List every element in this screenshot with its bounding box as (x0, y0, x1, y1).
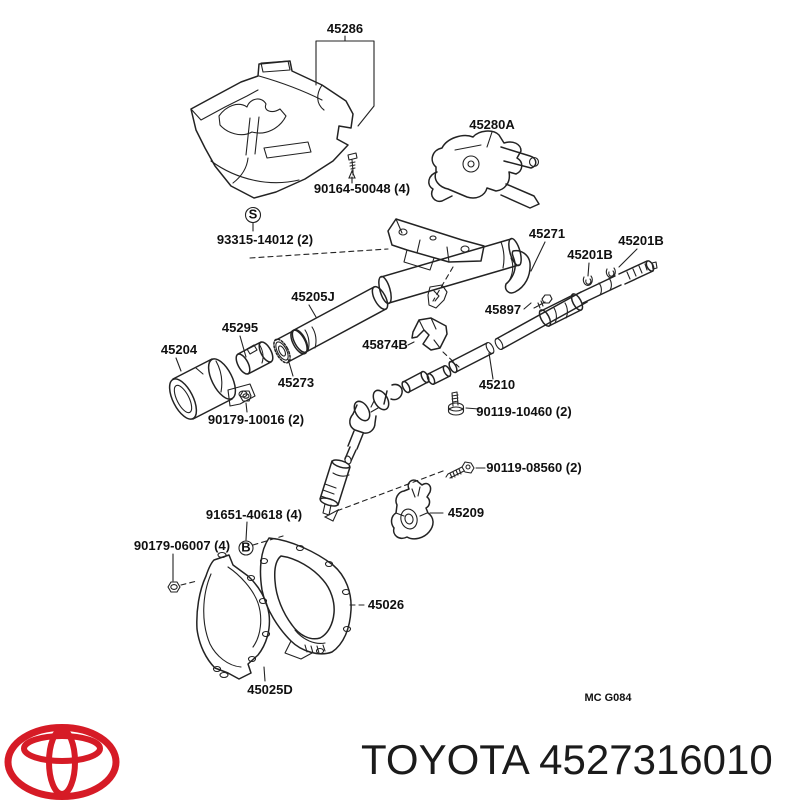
part-45271-lever-drawing (504, 249, 531, 294)
callout-45210: 45210 (479, 377, 515, 392)
callout-45201b-right: 45201B (618, 233, 664, 248)
part-number-text: 4527316010 (539, 736, 773, 783)
callout-45201b-left: 45201B (567, 247, 613, 262)
callout-45280a: 45280A (469, 117, 515, 132)
callout-90179-10016: 90179-10016 (2) (208, 412, 304, 427)
callout-45874b: 45874B (362, 337, 408, 352)
brand-text: TOYOTA (361, 736, 528, 783)
callout-90119-08560: 90119-08560 (2) (486, 460, 581, 475)
callout-90119-10460: 90119-10460 (2) (476, 404, 571, 419)
toyota-logo-icon (4, 724, 120, 800)
part-column-tube-bracket-drawing (378, 218, 522, 309)
part-45897-bolt-drawing (533, 294, 553, 309)
part-45286-column-cover-drawing (190, 60, 354, 199)
diagram-line-art (167, 60, 658, 680)
callout-labels: 45286 90164-50048 (4) 45280A 93315-14012… (134, 21, 664, 704)
callout-90164-50048: 90164-50048 (4) (314, 181, 410, 196)
s-marker-letter: S (249, 207, 258, 222)
footer-part-title: TOYOTA 4527316010 (361, 739, 773, 781)
callout-45273: 45273 (278, 375, 314, 390)
callout-45025d: 45025D (247, 682, 293, 697)
part-45273-sleeve-drawing (273, 329, 308, 364)
logo-bar-ellipse (21, 733, 103, 764)
callout-45271: 45271 (529, 226, 565, 241)
logo-vertical-ellipse (46, 727, 78, 797)
part-45295-coupling-drawing (235, 341, 274, 375)
b-marker-letter: B (241, 540, 250, 555)
callout-45295: 45295 (222, 320, 258, 335)
callout-90179-06007: 90179-06007 (4) (134, 538, 230, 553)
part-45026-cover-drawing (259, 537, 352, 660)
part-45209-cover-drawing (390, 479, 434, 540)
part-90119-08560-screw-drawing (445, 461, 475, 479)
part-90179-10016-nut-drawing (239, 390, 252, 402)
parts-diagram: 45286 90164-50048 (4) 45280A 93315-14012… (134, 21, 664, 704)
callout-45209: 45209 (448, 505, 484, 520)
callout-93315-14012: 93315-14012 (2) (217, 232, 313, 247)
leader-lines (172, 35, 638, 682)
part-45874b-clamp-drawing (411, 317, 448, 351)
plate-code: MC G084 (584, 692, 632, 704)
callout-45204: 45204 (161, 342, 198, 357)
part-90179-06007-nut-drawing (167, 581, 181, 593)
part-45280a-housing-drawing (428, 130, 540, 209)
b-marker (238, 540, 254, 556)
part-universal-joint-shaft-drawing (319, 383, 403, 516)
part-90119-10460-bolt-drawing (447, 391, 465, 416)
callout-45205j: 45205J (291, 289, 334, 304)
callout-45026: 45026 (368, 597, 404, 612)
part-45025d-cover-drawing (196, 551, 271, 680)
callout-45897: 45897 (485, 302, 521, 317)
part-45201b-clips-drawing (582, 267, 616, 286)
part-45210-main-shaft-drawing (401, 260, 658, 394)
part-90164-screw-drawing (347, 152, 358, 176)
callout-91651-40618: 91651-40618 (4) (206, 507, 302, 522)
callout-45286: 45286 (327, 21, 363, 36)
